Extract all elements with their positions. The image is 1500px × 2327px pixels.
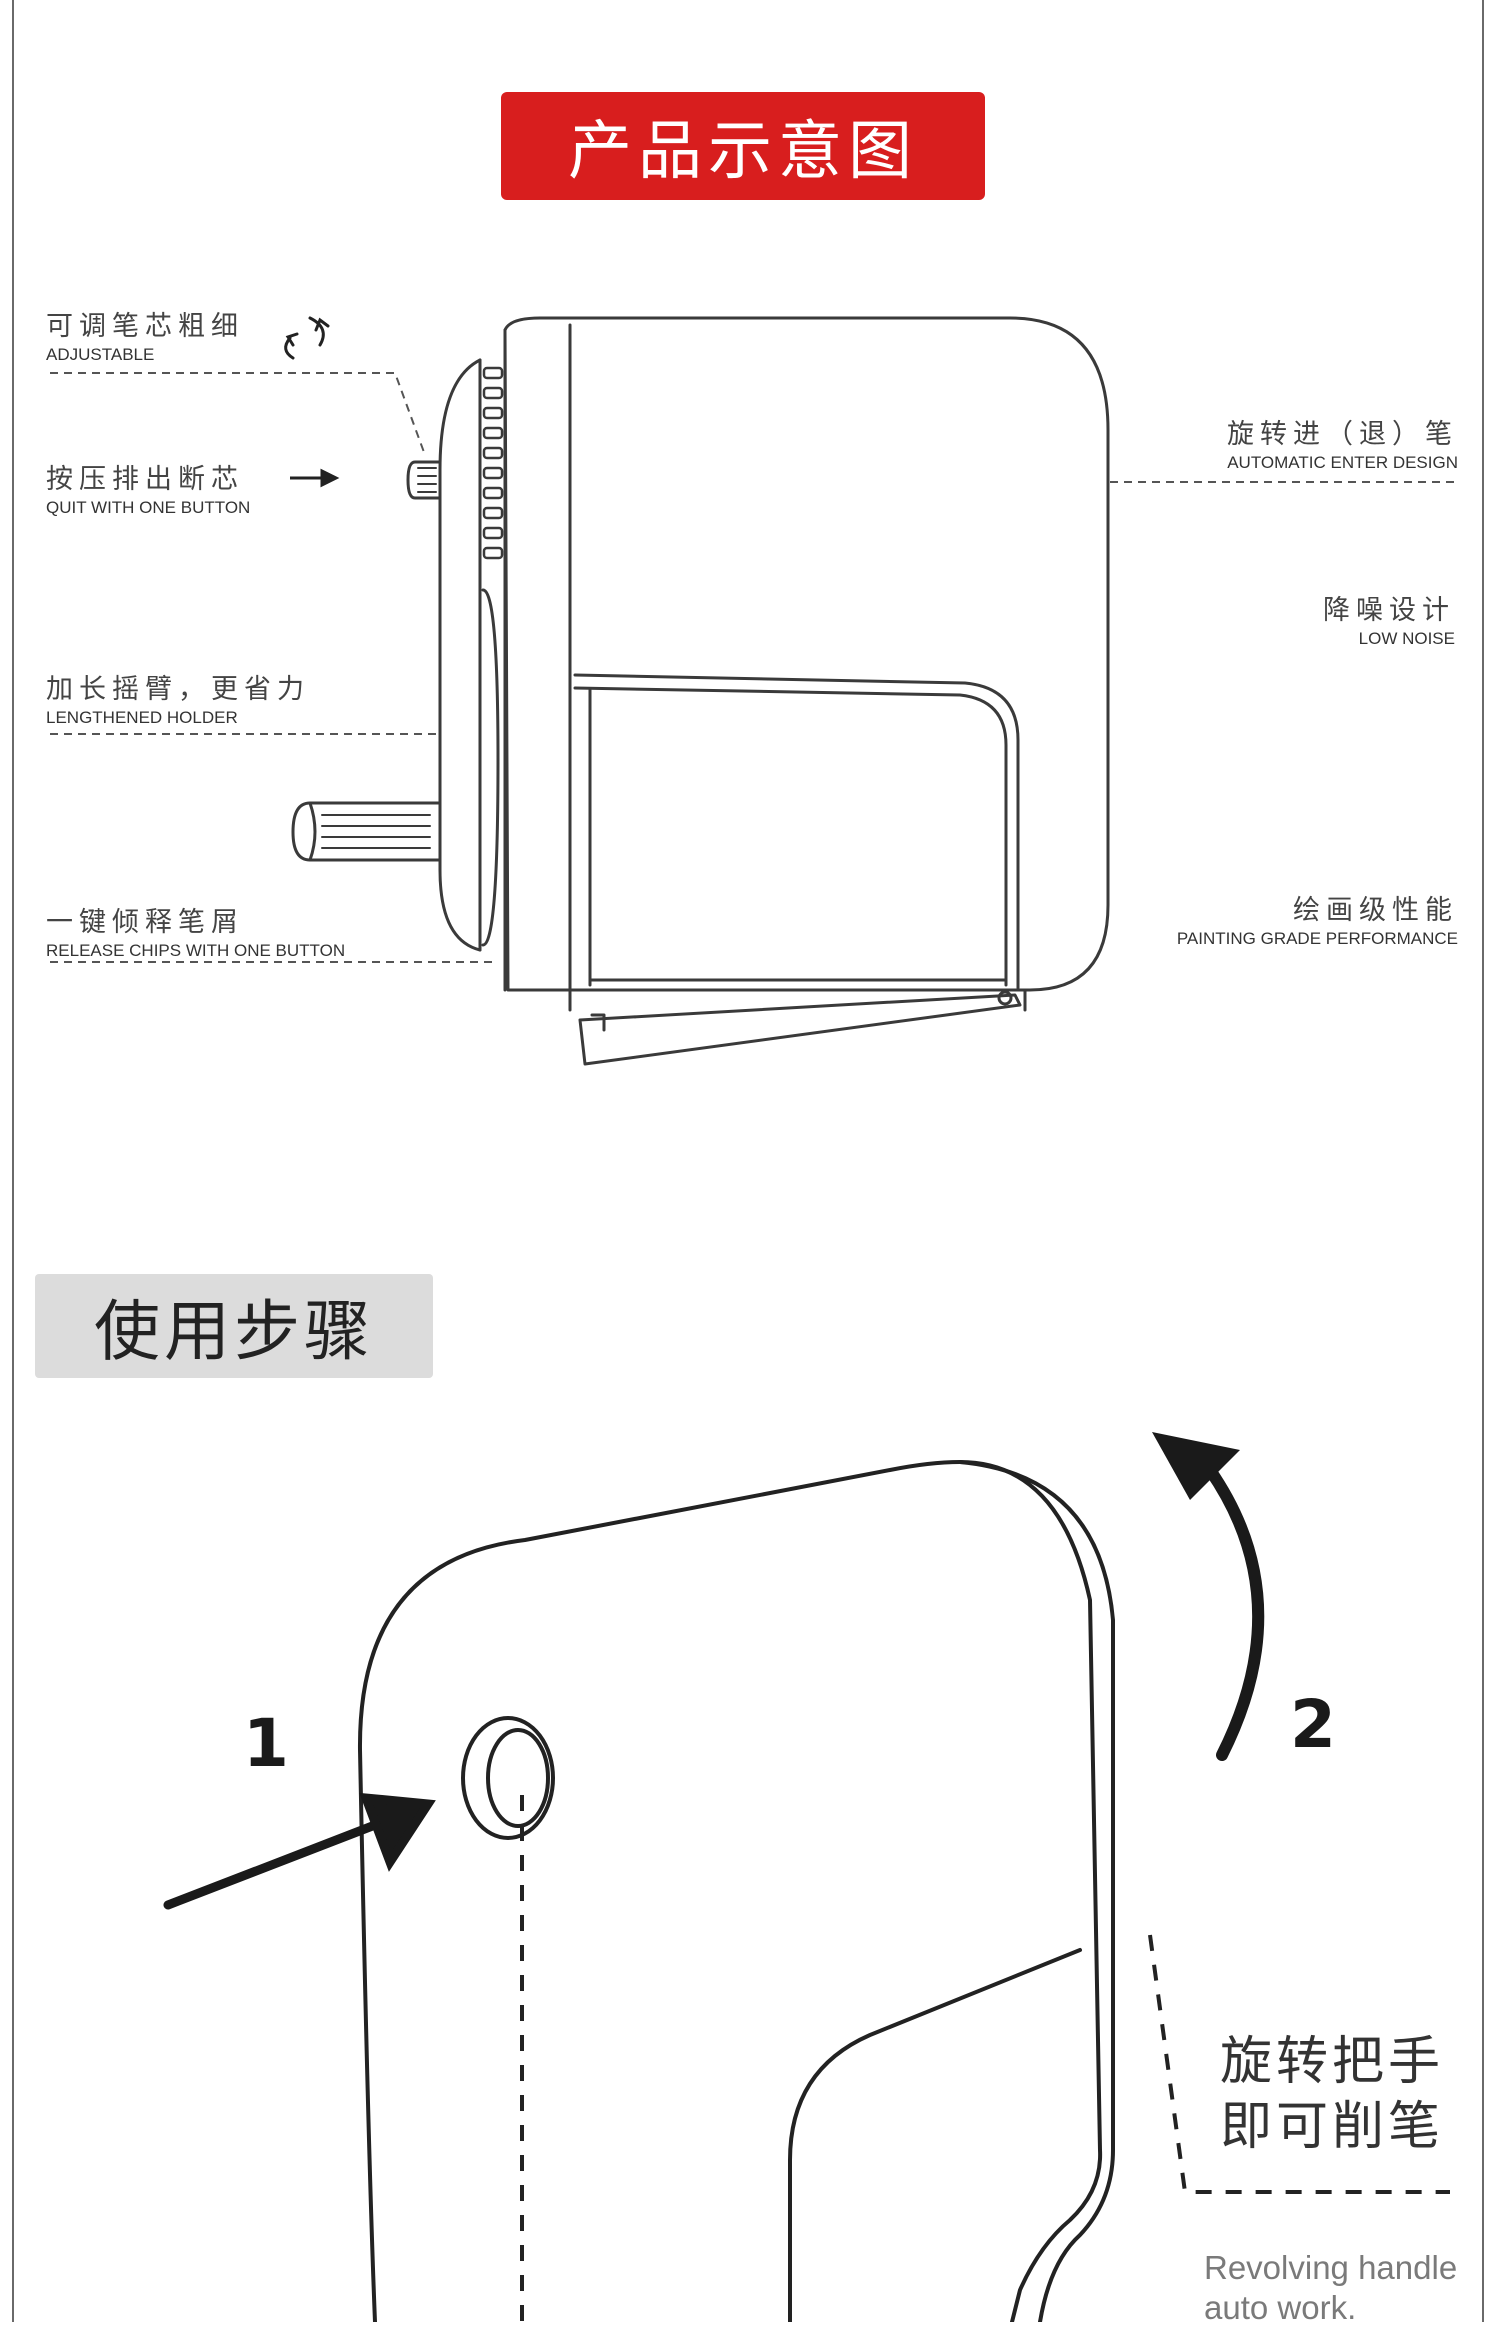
page-frame [12, 0, 1484, 2322]
feature-painting-grade-cn: 绘画级性能 [1293, 895, 1458, 925]
feature-adjustable: 可调笔芯粗细 ADJUSTABLE [46, 311, 244, 364]
feature-automatic-enter: 旋转进（退）笔 AUTOMATIC ENTER DESIGN [1227, 419, 1458, 472]
feature-painting-grade: 绘画级性能 PAINTING GRADE PERFORMANCE [1176, 895, 1458, 948]
feature-painting-grade-en: PAINTING GRADE PERFORMANCE [1176, 928, 1458, 948]
feature-low-noise-cn: 降噪设计 [1323, 595, 1455, 625]
feature-lengthened-holder-cn: 加长摇臂，更省力 [46, 674, 310, 704]
usage-hint-en-line2: auto work. [1204, 2288, 1357, 2326]
feature-automatic-enter-en: AUTOMATIC ENTER DESIGN [1227, 452, 1458, 472]
usage-hint-cn-line2: 即可削笔 [1220, 2098, 1445, 2156]
feature-adjustable-en: ADJUSTABLE [46, 344, 155, 364]
usage-hint-en: Revolving handle auto work. [1204, 2248, 1457, 2327]
feature-adjustable-cn: 可调笔芯粗细 [46, 311, 244, 341]
feature-low-noise-en: LOW NOISE [1358, 628, 1455, 648]
usage-steps-title: 使用步骤 [35, 1274, 433, 1378]
feature-release-chips-cn: 一键倾释笔屑 [46, 907, 244, 937]
step-2-number: 2 [1290, 1686, 1336, 1763]
feature-release-chips-en: RELEASE CHIPS WITH ONE BUTTON [46, 940, 346, 960]
product-diagram-title: 产品示意图 [501, 92, 985, 200]
feature-lengthened-holder: 加长摇臂，更省力 LENGTHENED HOLDER [46, 674, 310, 727]
feature-automatic-enter-cn: 旋转进（退）笔 [1227, 419, 1458, 449]
feature-quit-button-cn: 按压排出断芯 [46, 464, 244, 494]
usage-hint-cn: 旋转把手 即可削笔 [1220, 2030, 1444, 2160]
feature-low-noise: 降噪设计 LOW NOISE [1323, 595, 1455, 648]
feature-release-chips: 一键倾释笔屑 RELEASE CHIPS WITH ONE BUTTON [46, 907, 346, 960]
feature-lengthened-holder-en: LENGTHENED HOLDER [46, 707, 238, 727]
usage-hint-cn-line1: 旋转把手 [1220, 2033, 1445, 2091]
feature-quit-button: 按压排出断芯 QUIT WITH ONE BUTTON [46, 464, 251, 517]
usage-hint-en-line1: Revolving handle [1204, 2249, 1458, 2286]
step-1-number: 1 [243, 1705, 289, 1782]
feature-quit-button-en: QUIT WITH ONE BUTTON [46, 497, 251, 517]
